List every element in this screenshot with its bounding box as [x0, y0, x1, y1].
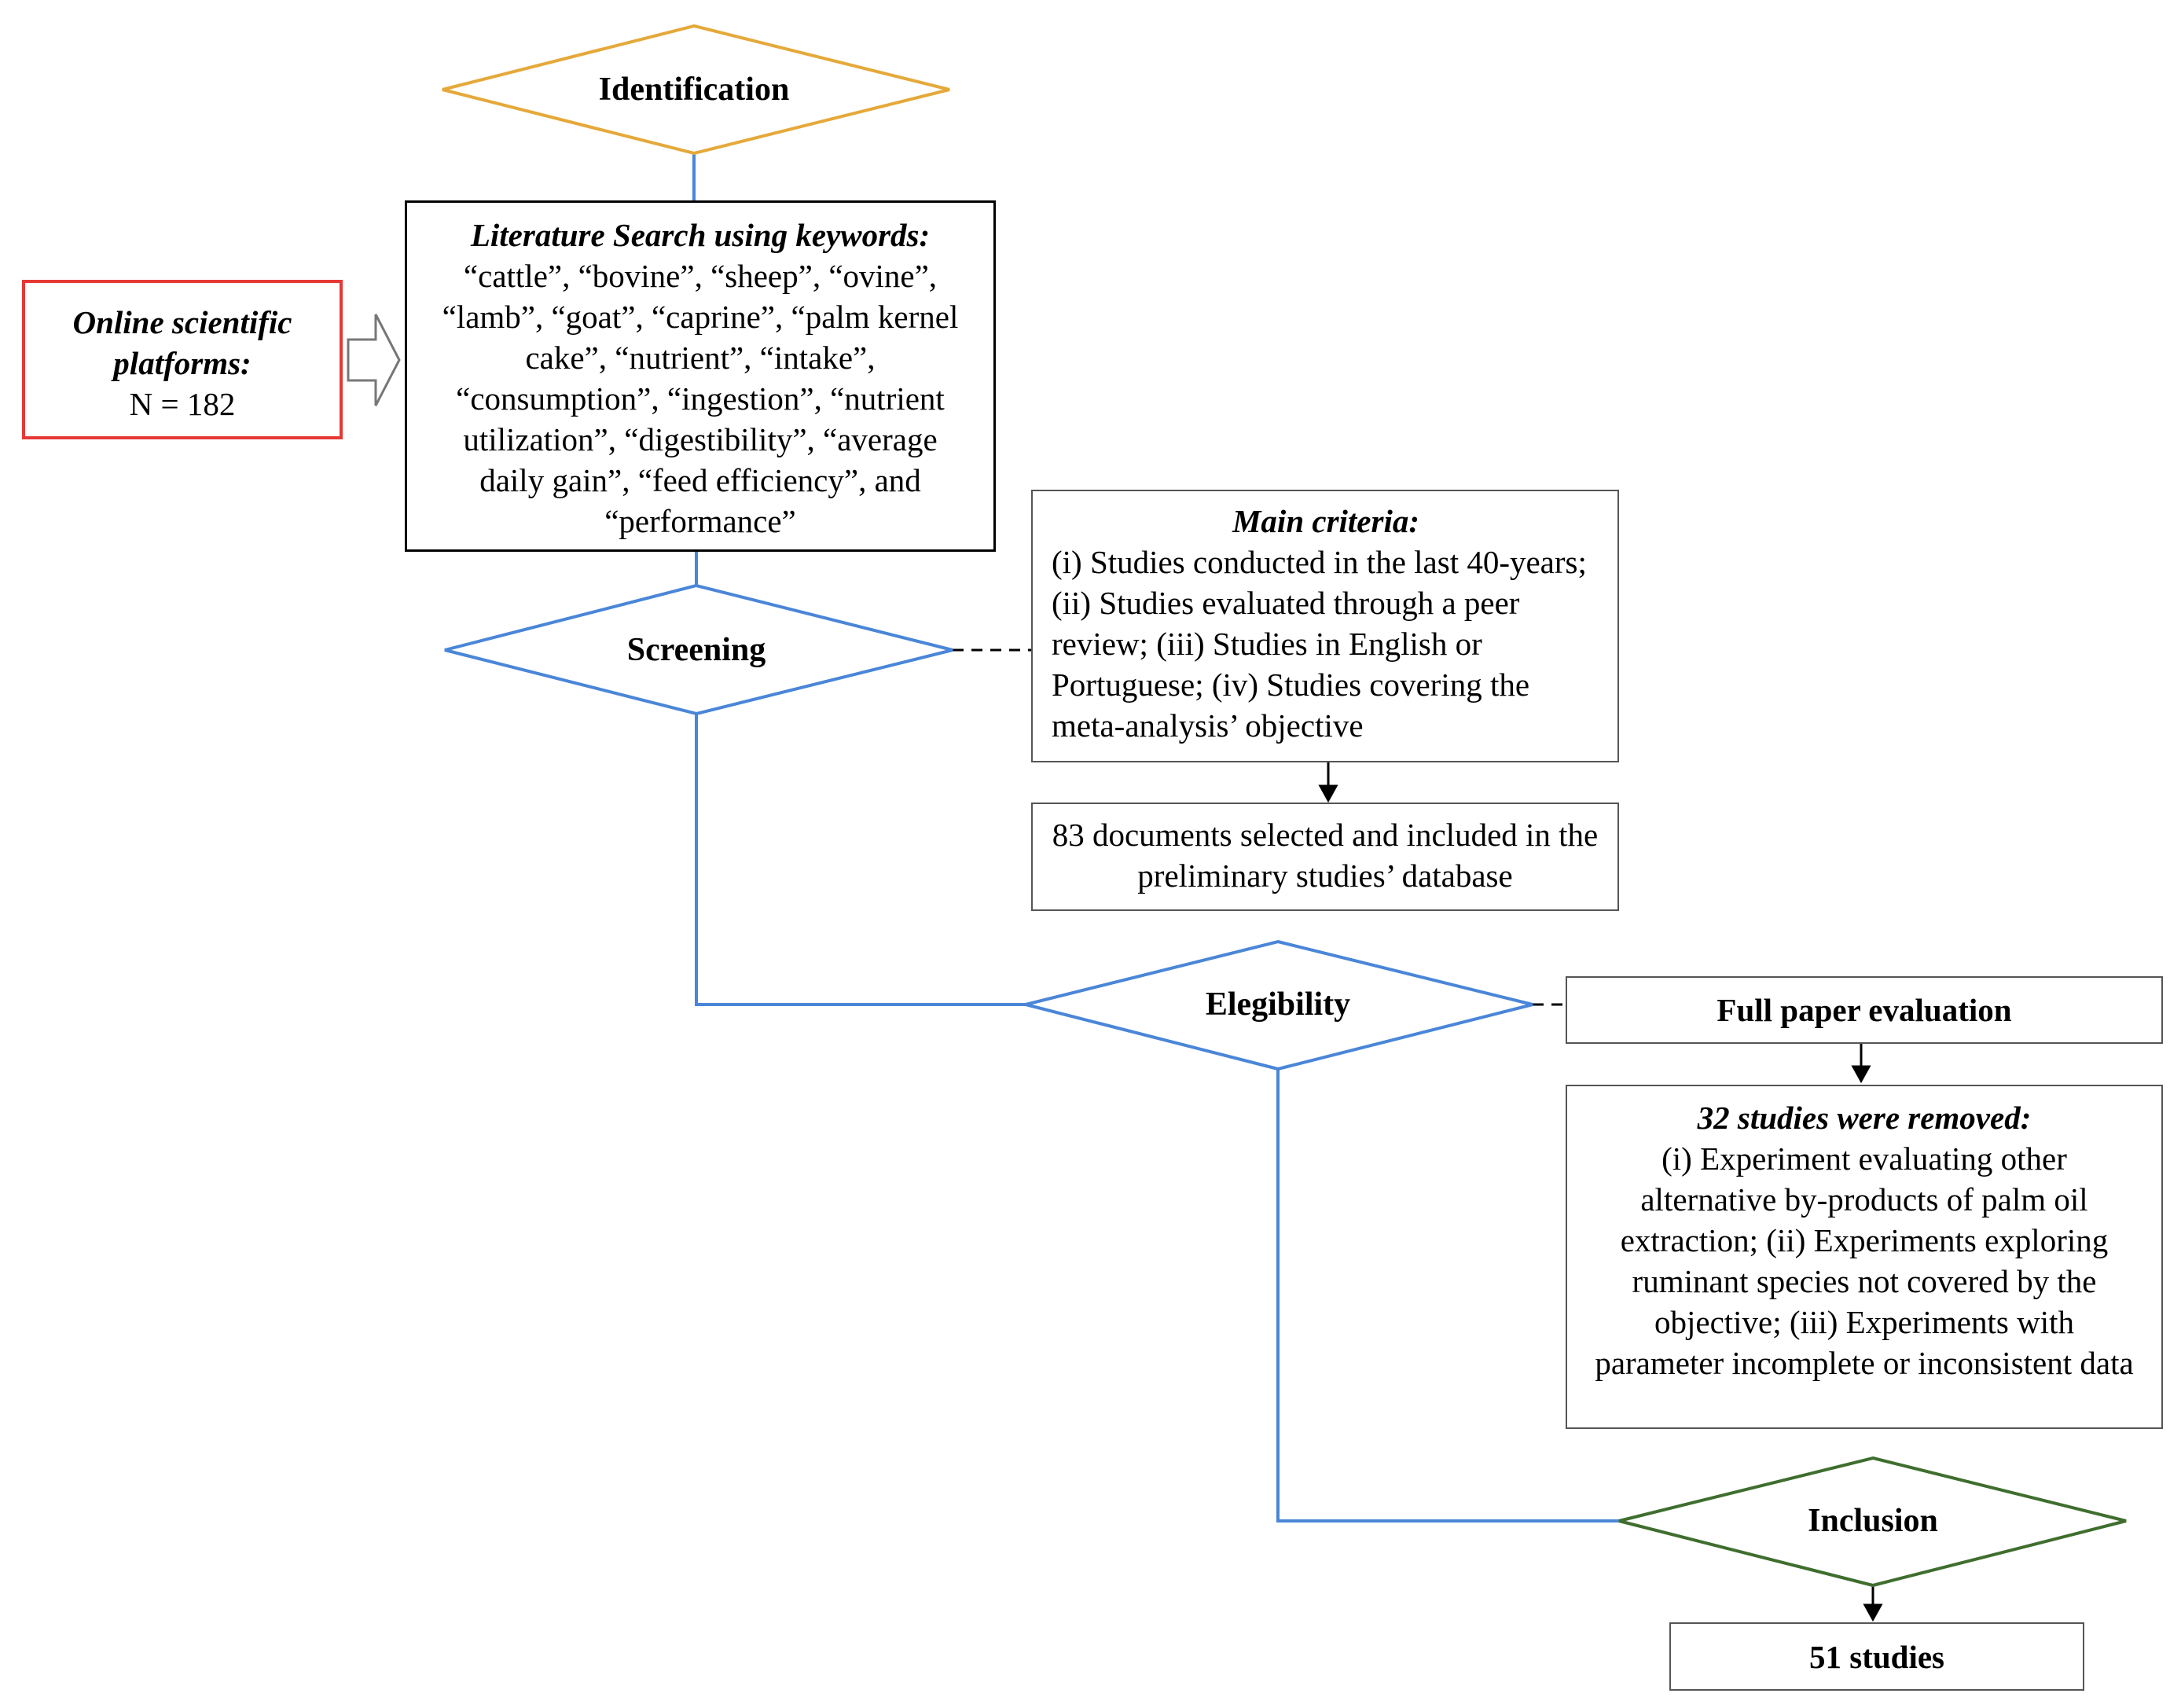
online-platforms-box: Online scientific platforms: N = 182 — [22, 280, 343, 439]
flow-connectors — [692, 153, 1619, 1523]
preliminary-database-box: 83 documents selected and included in th… — [1031, 803, 1619, 911]
final-studies-box: 51 studies — [1669, 1622, 2084, 1691]
diamond-identification — [442, 24, 950, 156]
removed-studies-text: (i) Experiment evaluating other alternat… — [1595, 1141, 2134, 1381]
main-criteria-text: (i) Studies conducted in the last 40-yea… — [1052, 544, 1587, 744]
literature-search-heading: Literature Search using keywords: — [470, 217, 931, 253]
preliminary-database-text: 83 documents selected and included in th… — [1052, 817, 1599, 894]
connector-screening-to-elegibility — [695, 714, 1026, 1006]
elegibility-label: Elegibility — [1205, 986, 1351, 1023]
arrows — [1318, 762, 1883, 1622]
online-platforms-heading: Online scientific platforms: — [72, 304, 292, 381]
final-studies-text: 51 studies — [1808, 1639, 1944, 1675]
inclusion-label: Inclusion — [1808, 1503, 1938, 1539]
full-paper-evaluation-text: Full paper evaluation — [1717, 992, 2012, 1028]
block-arrow-platforms-to-search — [347, 314, 401, 406]
connector-elegibility-to-inclusion — [1276, 1069, 1619, 1523]
arrow-fullpaper-to-removed-head — [1851, 1065, 1871, 1084]
arrow-inclusion-to-final-head — [1863, 1603, 1883, 1622]
literature-search-box: Literature Search using keywords: “cattl… — [405, 200, 996, 552]
literature-search-keywords: “cattle”, “bovine”, “sheep”, “ovine”, “l… — [442, 258, 959, 539]
diamond-screening — [444, 583, 953, 716]
screening-label: Screening — [626, 632, 766, 668]
identification-label: Identification — [598, 72, 790, 108]
main-criteria-heading: Main criteria: — [1232, 503, 1420, 539]
main-criteria-box: Main criteria: (i) Studies conducted in … — [1031, 490, 1619, 762]
diamond-elegibility — [1025, 939, 1533, 1071]
arrow-criteria-to-preliminary-head — [1318, 784, 1338, 803]
full-paper-evaluation-box: Full paper evaluation — [1566, 976, 2163, 1044]
removed-studies-heading: 32 studies were removed: — [1697, 1100, 2032, 1136]
online-platforms-count: N = 182 — [129, 386, 236, 422]
removed-studies-box: 32 studies were removed: (i) Experiment … — [1566, 1085, 2163, 1429]
diamond-inclusion — [1618, 1456, 2127, 1588]
dashed-connectors — [953, 648, 1566, 1006]
